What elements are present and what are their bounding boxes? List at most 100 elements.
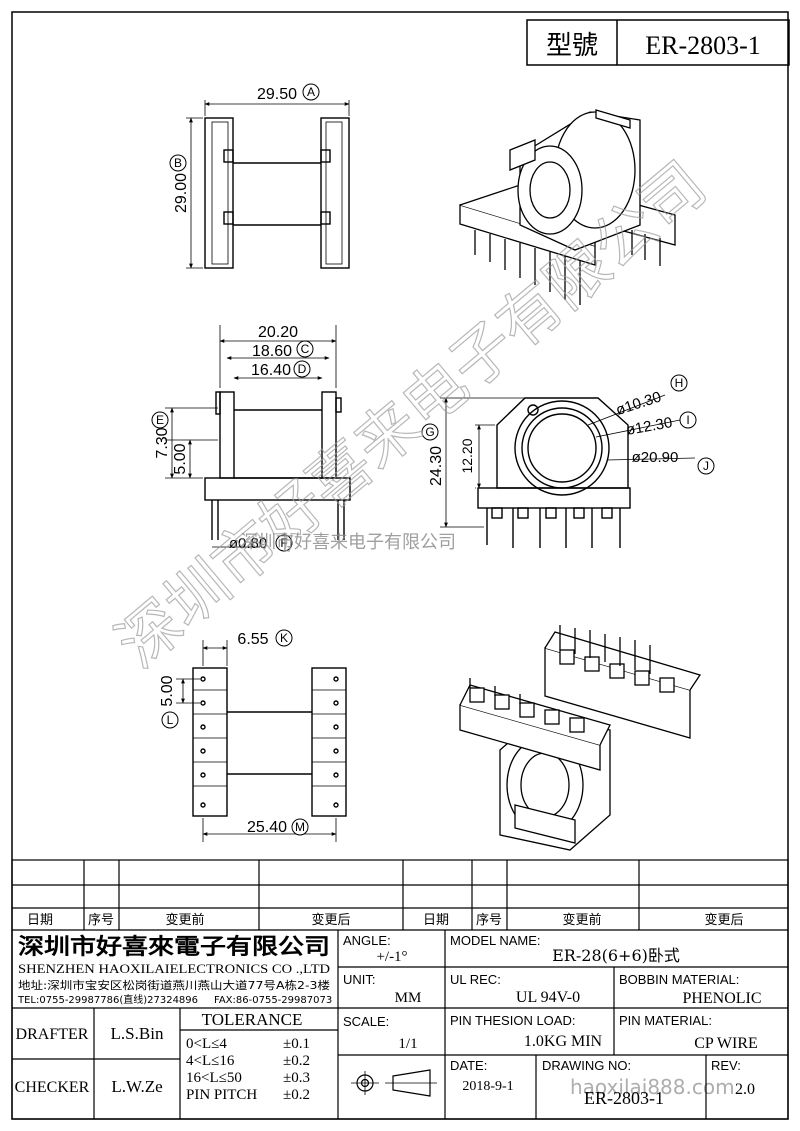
drawing-no-label: DRAWING NO: [542,1058,631,1073]
model-value: ER-2803-1 [645,31,761,60]
model-name-label: MODEL NAME: [450,933,541,948]
svg-text:日期: 日期 [27,913,53,928]
checker-value: L.W.Ze [111,1077,162,1096]
scale-value: 1/1 [398,1036,417,1052]
company-fax: FAX:86-0755-29987073 [214,995,332,1006]
svg-text:D: D [298,362,307,376]
svg-text:H: H [675,376,684,390]
svg-text:C: C [301,342,310,356]
pin-load-value: 1.0KG MIN [524,1033,603,1050]
svg-text:G: G [425,425,434,439]
angle-value: +/-1° [376,949,407,965]
svg-text:J: J [703,459,709,473]
dim-b-value: 29.00 [173,173,190,213]
tolerance-value-4: ±0.2 [283,1087,310,1103]
model-header-box: 型號 ER-2803-1 [526,19,790,66]
dim-m-value: 25.40 [247,819,287,836]
iso-view-bottom [459,625,702,851]
dim-a-value: 29.50 [257,86,297,103]
dim-f-value: ø0.80 [229,535,267,552]
svg-text:变更前: 变更前 [165,912,204,928]
svg-text:变更后: 变更后 [704,912,743,928]
dim-i-value: ø12.30 [625,414,674,439]
unit-label: UNIT: [343,972,376,987]
dim-k-value: 6.55 [237,631,268,648]
dim-e2-value: 5.00 [172,443,189,474]
svg-text:日期: 日期 [423,913,449,928]
ul-value: UL 94V-0 [516,989,580,1006]
marker-j-icon: J [697,457,715,475]
company-name-cn: 深圳市好喜來電子有限公司 [18,934,330,960]
tolerance-title: TOLERANCE [202,1010,303,1029]
model-label: 型號 [546,31,598,60]
drafter-value: L.S.Bin [111,1024,164,1043]
watermark-site: haoxilai888.com [570,1075,735,1099]
dim-c-value: 18.60 [252,343,292,360]
tolerance-range-2: 4<L≤16 [186,1053,235,1069]
marker-h-icon: H [670,374,688,392]
dim-e-value: 7.30 [154,427,171,458]
bobbin-material-value: PHENOLIC [682,990,761,1007]
marker-e-icon: E [151,411,169,429]
side-view [440,394,696,548]
marker-k-icon: K [275,629,293,647]
svg-text:变更后: 变更后 [311,912,350,928]
tolerance-range-4: PIN PITCH [186,1087,257,1103]
svg-text:L: L [167,713,174,727]
angle-label: ANGLE: [343,933,391,948]
date-value: 2018-9-1 [462,1079,513,1094]
marker-m-icon: M [291,818,309,836]
dim-d-value: 16.40 [251,362,291,379]
ul-label: UL REC: [450,972,501,987]
revision-table-headers: 日期 序号 变更前 变更后 日期 序号 变更前 变更后 [27,912,744,928]
tolerance-range-1: 0<L≤4 [186,1036,227,1052]
marker-b-icon: B [169,154,187,172]
dimension-markers: A B C D E F G H I J K L M [151,83,715,836]
svg-text:E: E [156,413,164,427]
tolerance-value-3: ±0.3 [283,1070,310,1086]
svg-text:M: M [295,820,305,834]
dim-j-value: ø20.90 [632,449,679,466]
marker-a-icon: A [302,83,320,101]
svg-text:B: B [174,156,182,170]
marker-l-icon: L [161,711,179,729]
company-tel: TEL:0755-29987786(直线)27324896 [17,993,198,1006]
rev-value: 2.0 [735,1081,755,1098]
marker-c-icon: C [296,340,314,358]
marker-g-icon: G [421,423,439,441]
title-block-grid [11,859,789,1120]
svg-text:变更前: 变更前 [562,912,601,928]
svg-text:序号: 序号 [476,913,502,928]
pin-material-label: PIN MATERIAL: [619,1013,712,1028]
tolerance-value-2: ±0.2 [283,1053,310,1069]
top-view [186,100,350,269]
rev-label: REV: [711,1058,741,1073]
projection-symbol-icon [351,1069,437,1097]
marker-d-icon: D [293,360,311,378]
dim-g2-value: 12.20 [459,438,475,473]
company-name-en: SHENZHEN HAOXILAIELECTRONICS CO .,LTD [18,961,330,976]
tolerance-range-3: 16<L≤50 [186,1070,242,1086]
dim-w1-value: 20.20 [258,324,298,341]
svg-text:K: K [280,631,288,645]
svg-text:F: F [280,536,287,550]
company-address: 地址:深圳市宝安区松岗街道燕川燕山大道77号A栋2-3楼 [18,978,330,992]
bottom-view [176,640,347,842]
dim-l-value: 5.00 [159,675,176,706]
unit-value: MM [395,990,422,1006]
watermark-horizontal: 深圳市好喜来电子有限公司 [240,532,456,553]
model-name-value: ER-28(6+6)卧式 [552,946,680,965]
pin-material-value: CP WIRE [694,1035,758,1052]
iso-view-top [459,109,676,305]
front-view [165,325,351,548]
svg-text:I: I [686,413,689,427]
pin-load-label: PIN THESION LOAD: [450,1013,575,1028]
marker-f-icon: F [275,534,293,552]
drafter-label: DRAFTER [16,1026,89,1043]
bobbin-material-label: BOBBIN MATERIAL: [619,972,739,987]
scale-label: SCALE: [343,1014,389,1029]
svg-text:序号: 序号 [88,913,114,928]
marker-i-icon: I [679,411,697,429]
date-label: DATE: [450,1058,487,1073]
